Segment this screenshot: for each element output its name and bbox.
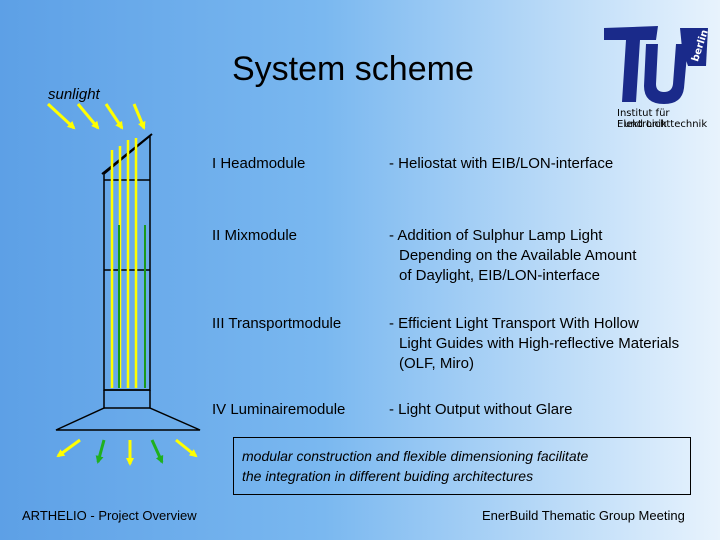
module-desc-mix: - Addition of Sulphur Lamp Light Dependi… bbox=[389, 226, 636, 286]
module-desc-transport: - Efficient Light Transport With Hollow … bbox=[389, 314, 679, 374]
module-name-luminaire: IV Luminairemodule bbox=[212, 401, 346, 418]
module-name-head: I Headmodule bbox=[212, 155, 306, 172]
institute-name-line2: und Lichttechnik bbox=[624, 119, 708, 130]
footer-right: EnerBuild Thematic Group Meeting bbox=[482, 508, 685, 523]
module-desc-luminaire: - Light Output without Glare bbox=[389, 400, 572, 420]
light-beams-yellow bbox=[110, 138, 138, 388]
module-name-transport: III Transportmodule bbox=[212, 315, 342, 332]
desc-line: of Daylight, EIB/LON-interface bbox=[399, 267, 600, 284]
desc-line: - Light Output without Glare bbox=[389, 401, 573, 418]
sunlight-label: sunlight bbox=[48, 86, 100, 103]
desc-line: Depending on the Available Amount bbox=[399, 247, 637, 264]
note-line: the integration in different buiding arc… bbox=[242, 468, 534, 484]
note-line: modular construction and flexible dimens… bbox=[242, 448, 589, 464]
module-desc-head: - Heliostat with EIB/LON-interface bbox=[389, 154, 613, 174]
output-arrows bbox=[56, 438, 198, 466]
desc-line: (OLF, Miro) bbox=[399, 355, 474, 372]
institute-name-line1: Institut für Elektronik bbox=[617, 108, 670, 130]
page-title: System scheme bbox=[232, 50, 474, 88]
desc-line: Light Guides with High-reflective Materi… bbox=[399, 335, 680, 352]
sunlight-arrows bbox=[46, 102, 146, 130]
lamp-light-green bbox=[118, 225, 146, 388]
light-guide-diagram bbox=[46, 102, 201, 466]
desc-line: - Heliostat with EIB/LON-interface bbox=[389, 155, 614, 172]
footer-left: ARTHELIO - Project Overview bbox=[22, 508, 197, 523]
desc-line: - Addition of Sulphur Lamp Light bbox=[389, 227, 603, 244]
note-box: modular construction and flexible dimens… bbox=[233, 437, 691, 495]
desc-line: - Efficient Light Transport With Hollow bbox=[389, 315, 639, 332]
module-name-mix: II Mixmodule bbox=[212, 227, 298, 244]
tu-berlin-logo: berlin bbox=[604, 26, 710, 104]
